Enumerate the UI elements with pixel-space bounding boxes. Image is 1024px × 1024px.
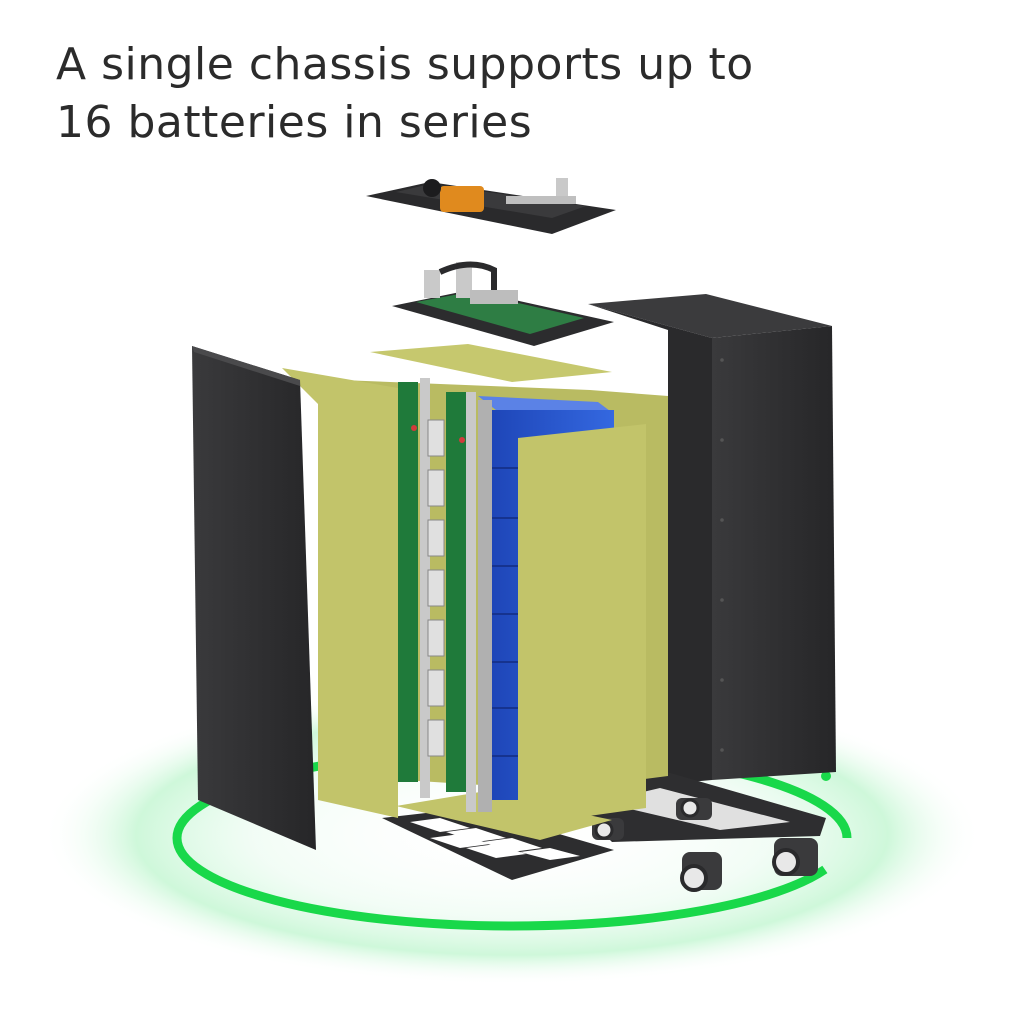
top-insulation-sheet <box>370 344 612 382</box>
headline-line-1: A single chassis supports up to <box>56 39 754 90</box>
caster-wheel-icon <box>772 838 818 876</box>
bms-board <box>392 261 614 346</box>
bottom-insulation-sheet <box>396 792 612 840</box>
top-cover-board <box>366 178 616 234</box>
headline: A single chassis supports up to 16 batte… <box>56 36 956 152</box>
cabinet-shell <box>588 294 836 784</box>
ring-dot <box>821 771 831 781</box>
balancing-boards <box>398 378 492 812</box>
left-insulation-sheet <box>282 368 398 818</box>
caster-wheel-icon <box>680 852 722 892</box>
front-insulation-sheet <box>518 424 646 826</box>
caster-wheel-icon <box>676 798 712 820</box>
caster-wheel-icon <box>592 818 624 840</box>
headline-line-2: 16 batteries in series <box>56 97 533 148</box>
bottom-tray <box>382 808 614 880</box>
left-side-panel <box>192 346 316 850</box>
power-connector-icon <box>440 186 484 212</box>
